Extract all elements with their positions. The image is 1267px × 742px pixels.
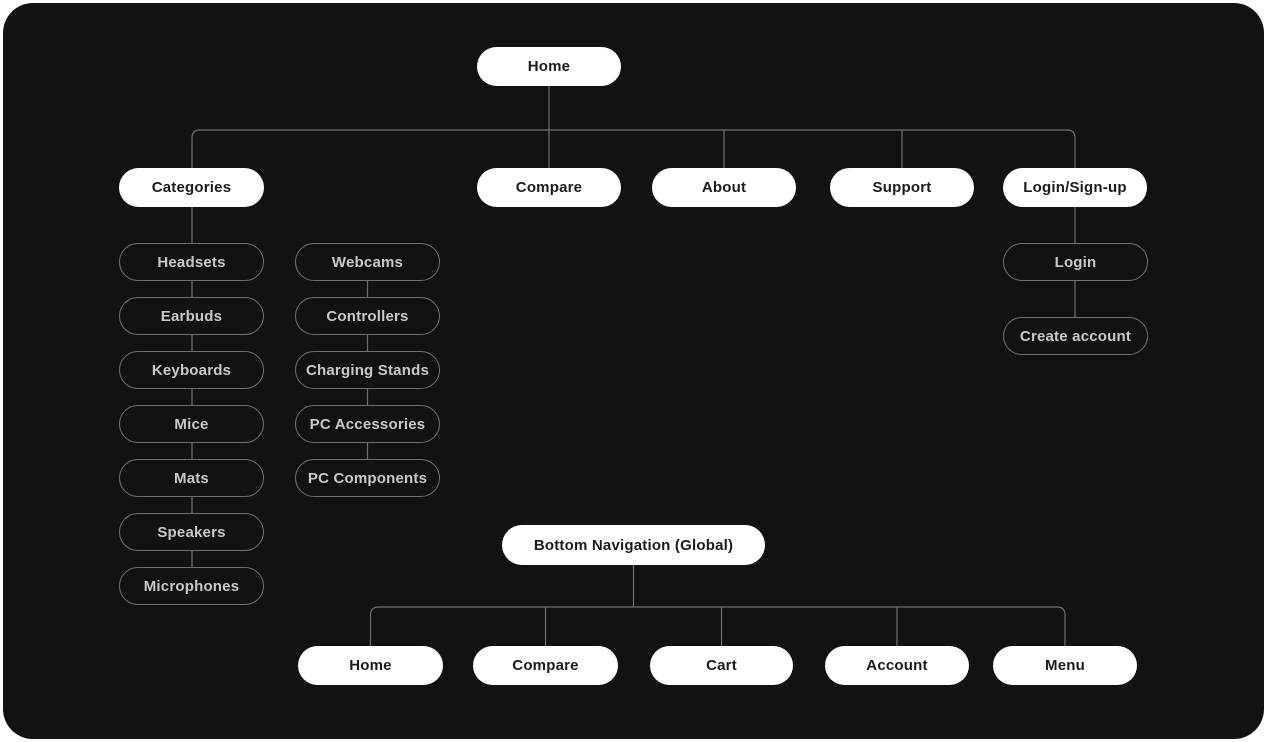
node-bottomnav-home: Home — [298, 646, 443, 685]
node-controllers: Controllers — [295, 297, 440, 335]
node-bottom-navigation-global: Bottom Navigation (Global) — [502, 525, 765, 565]
node-bottomnav-account: Account — [825, 646, 969, 685]
node-earbuds: Earbuds — [119, 297, 264, 335]
node-mats: Mats — [119, 459, 264, 497]
node-charging-stands: Charging Stands — [295, 351, 440, 389]
diagram-canvas: Home Categories Compare About Support Lo… — [3, 3, 1264, 739]
node-support: Support — [830, 168, 974, 207]
node-login: Login — [1003, 243, 1148, 281]
node-bottomnav-compare: Compare — [473, 646, 618, 685]
node-pc-components: PC Components — [295, 459, 440, 497]
node-categories: Categories — [119, 168, 264, 207]
node-bottomnav-menu: Menu — [993, 646, 1137, 685]
node-compare: Compare — [477, 168, 621, 207]
node-keyboards: Keyboards — [119, 351, 264, 389]
node-headsets: Headsets — [119, 243, 264, 281]
node-home: Home — [477, 47, 621, 86]
node-about: About — [652, 168, 796, 207]
node-create-account: Create account — [1003, 317, 1148, 355]
node-pc-accessories: PC Accessories — [295, 405, 440, 443]
node-speakers: Speakers — [119, 513, 264, 551]
node-bottomnav-cart: Cart — [650, 646, 793, 685]
node-webcams: Webcams — [295, 243, 440, 281]
node-microphones: Microphones — [119, 567, 264, 605]
node-login-signup: Login/Sign-up — [1003, 168, 1147, 207]
node-mice: Mice — [119, 405, 264, 443]
